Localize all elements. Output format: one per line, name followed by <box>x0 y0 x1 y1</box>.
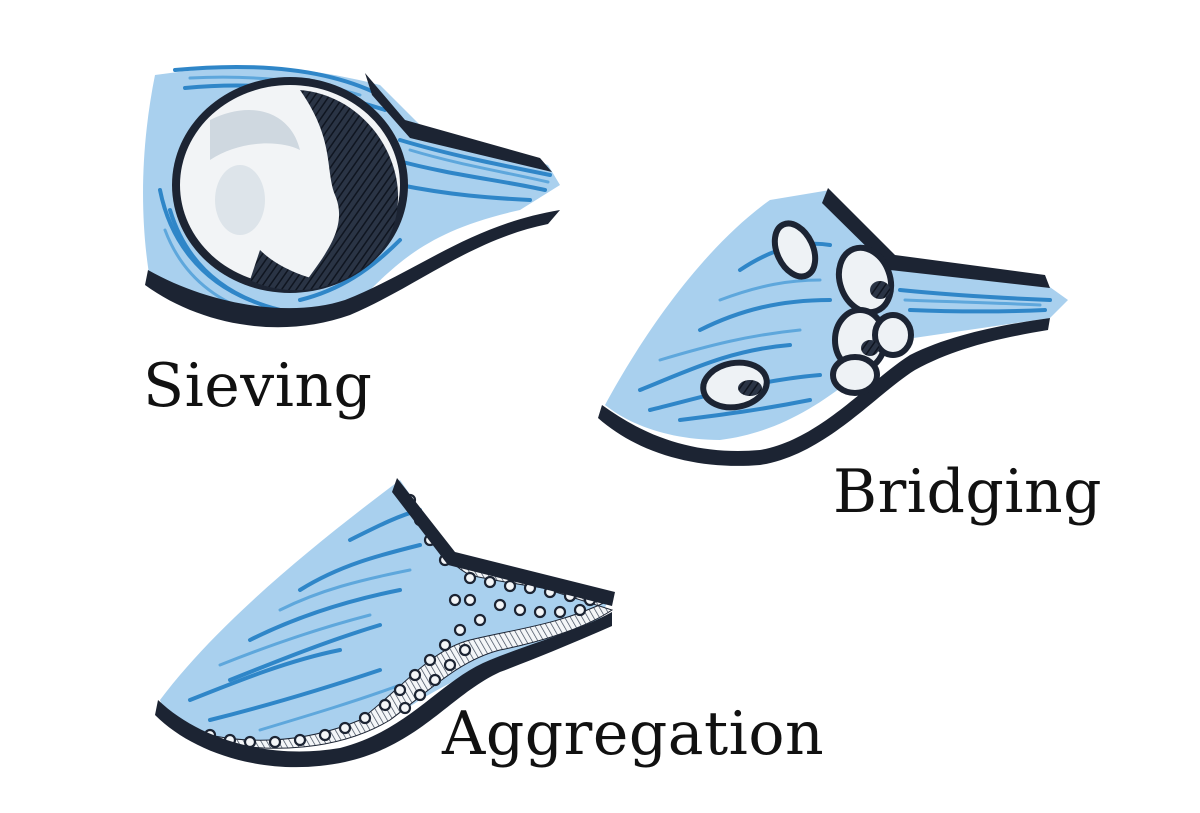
bridging-particle <box>830 354 880 396</box>
bridging-lower-wall <box>598 318 1050 466</box>
bridging-upper-wall <box>822 188 1050 288</box>
sieving-lower-wall <box>145 210 560 328</box>
sieving-upper-wall <box>365 73 552 172</box>
aggregation-flow-lines <box>188 508 422 722</box>
aggregation-upper-wall <box>392 478 615 606</box>
bridging-particle <box>872 312 914 358</box>
sieving-pore <box>143 65 560 328</box>
bridging-pore <box>598 188 1068 466</box>
bridging-particles <box>700 220 914 411</box>
bridging-label: Bridging <box>833 457 1103 527</box>
aggregation-lower-wall <box>155 612 612 768</box>
aggregation-fluid <box>160 480 610 748</box>
sieving-large-particle <box>172 77 408 293</box>
sieving-label: Sieving <box>143 351 373 421</box>
bridging-particle <box>771 220 819 280</box>
bridging-particle <box>700 359 770 411</box>
aggregation-label: Aggregation <box>442 699 825 769</box>
aggregation-pore <box>155 478 615 768</box>
